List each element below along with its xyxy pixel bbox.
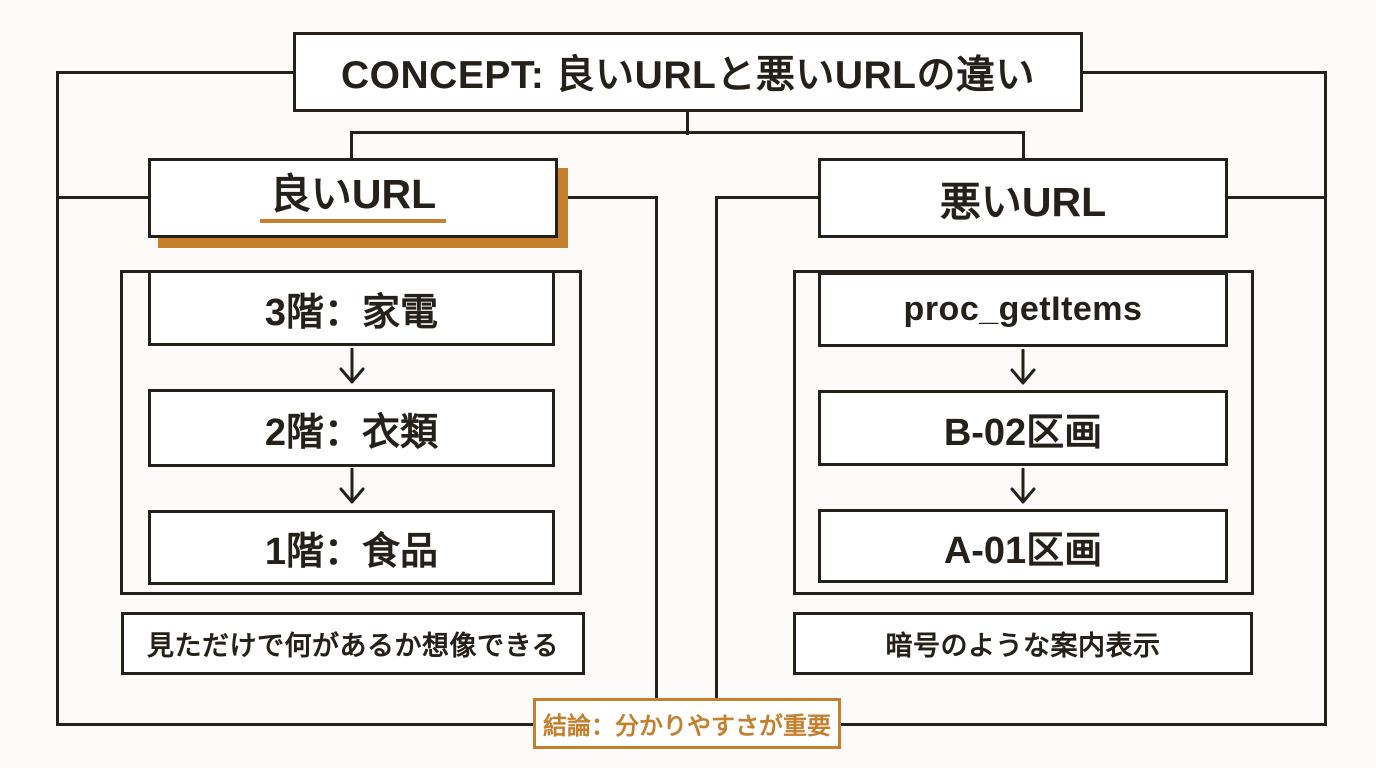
bad-step-label-3: A-01区画 (943, 529, 1103, 572)
bad-url-header-label: 悪いURL (939, 179, 1107, 225)
good-url-header-label: 良いURL (259, 172, 447, 224)
down-arrow-icon (332, 468, 372, 508)
good-step-box-2: 2階：衣類 (148, 389, 555, 467)
good-step-label-1: 3階：家電 (264, 291, 439, 334)
connector-bad-right (1226, 196, 1327, 199)
bad-step-label-1: proc_getItems (903, 290, 1143, 328)
divider-line-left (655, 196, 658, 701)
good-caption-text: 見ただけで何があるか想像できる (147, 631, 559, 661)
good-caption-box: 見ただけで何があるか想像できる (121, 612, 585, 675)
connector-stub-bad (1022, 131, 1025, 160)
bad-step-box-3: A-01区画 (818, 509, 1228, 583)
bad-url-header: 悪いURL (818, 158, 1228, 238)
conclusion-box: 結論：分かりやすさが重要 (533, 698, 841, 749)
connector-good-right (556, 196, 658, 199)
bad-step-label-2: B-02区画 (943, 411, 1103, 454)
title-text: CONCEPT: 良いURLと悪いURLの違い (341, 54, 1035, 97)
bad-caption-text: 暗号のような案内表示 (885, 631, 1161, 661)
bad-caption-box: 暗号のような案内表示 (793, 612, 1253, 675)
down-arrow-icon (1003, 349, 1043, 389)
good-step-label-3: 1階：食品 (264, 531, 439, 573)
title-box: CONCEPT: 良いURLと悪いURLの違い (293, 32, 1083, 112)
good-url-header: 良いURL (148, 158, 558, 238)
connector-stub-good (350, 131, 353, 160)
down-arrow-icon (332, 348, 372, 388)
down-arrow-icon (1003, 468, 1043, 508)
bad-step-box-1: proc_getItems (818, 272, 1228, 347)
bad-step-box-2: B-02区画 (818, 390, 1228, 466)
connector-good-left (57, 196, 150, 199)
bad-column-frame (793, 270, 1254, 595)
good-step-label-2: 2階：衣類 (264, 411, 439, 454)
connector-bad-left (715, 196, 820, 199)
connector-branch (350, 131, 1025, 134)
connector-title-stem (686, 110, 689, 135)
good-step-box-3: 1階：食品 (148, 510, 555, 585)
divider-line-right (715, 196, 718, 701)
good-step-box-1: 3階：家電 (148, 270, 555, 346)
conclusion-text: 結論：分かりやすさが重要 (543, 713, 831, 740)
